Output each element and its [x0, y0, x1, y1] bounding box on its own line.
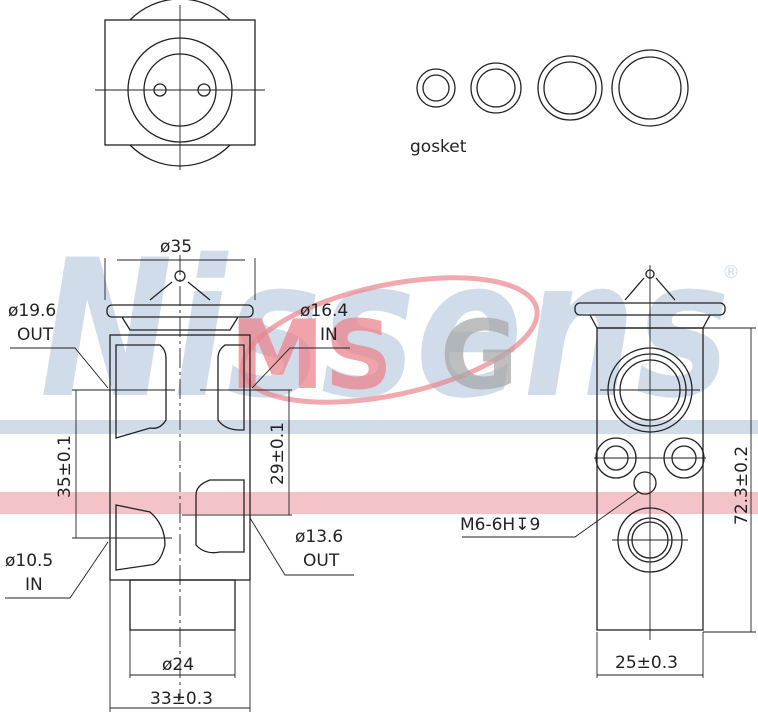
dim-spacing-left: 35±0.1 [55, 435, 75, 498]
port-out-lower-diameter: ø13.6 [295, 527, 343, 547]
msg-logo: MS [230, 301, 393, 411]
dim-spacing-right: 29±0.1 [268, 422, 288, 485]
gaskets: gosket [410, 49, 689, 157]
registered-mark: ® [722, 262, 740, 283]
msg-swoosh [240, 275, 540, 405]
watermark-red-bar [0, 492, 758, 514]
port-out-upper-diameter: ø19.6 [8, 301, 56, 321]
watermark: Nissens ® MS G [0, 219, 758, 514]
port-in-lower-label: IN [25, 575, 43, 595]
thread-callout: M6-6H↧9 [460, 515, 540, 535]
side-view: M6-6H↧9 72.3±0.2 25±0.3 [460, 265, 756, 678]
dim-top-diameter: ø35 [160, 237, 192, 257]
port-in-upper-diameter: ø16.4 [300, 301, 348, 321]
dim-side-height: 72.3±0.2 [732, 446, 752, 525]
port-in-lower-diameter: ø10.5 [5, 551, 53, 571]
port-out-upper-label: OUT [17, 325, 54, 345]
dim-side-width: 25±0.3 [615, 653, 678, 673]
watermark-blue-bar [0, 420, 758, 434]
front-view: ø35 35±0.1 29±0.1 ø19.6 OUT ø16.4 IN ø13… [5, 237, 354, 712]
top-view [95, 0, 265, 170]
dim-bottom-diameter: ø24 [162, 655, 194, 675]
msg-logo-g: G [440, 301, 518, 411]
dim-body-width: 33±0.3 [150, 689, 213, 709]
port-out-lower-label: OUT [303, 551, 340, 571]
port-in-upper-label: IN [320, 325, 338, 345]
gasket-label: gosket [410, 137, 467, 157]
